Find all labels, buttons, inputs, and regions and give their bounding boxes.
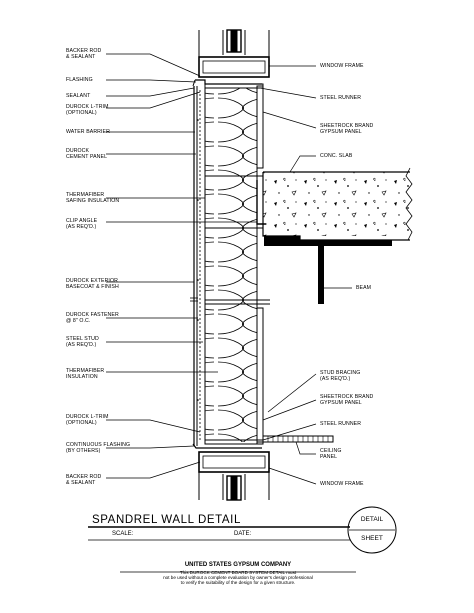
date-label: DATE: — [234, 531, 252, 537]
label-steel-runner-top: STEEL RUNNER — [320, 95, 362, 101]
label-sealant: SEALANT — [66, 93, 91, 99]
label-continuous-flashing: CONTINUOUS FLASHING (BY OTHERS) — [66, 442, 131, 454]
label-water-barrier: WATER BARRIER — [66, 129, 110, 135]
window-frame-top-shape — [198, 29, 270, 78]
detail-label: DETAIL — [360, 516, 384, 523]
label-steel-runner-bottom: STEEL RUNNER — [320, 421, 362, 427]
label-durock-cement-panel: DUROCK CEMENT PANEL — [66, 148, 108, 160]
steel-beam — [318, 246, 324, 304]
concrete-slab — [262, 167, 413, 246]
label-sheetrock-gypsum-bottom: SHEETROCK BRAND GYPSUM PANEL — [320, 394, 374, 406]
leaders-left — [106, 53, 257, 479]
label-stud-bracing: STUD BRACING (AS REQ'D.) — [320, 370, 361, 382]
disclaimer-note: This DUROCK CEMENT BOARD SYSTEM DETAIL m… — [163, 570, 313, 585]
label-thermafiber-safing: THERMAFIBER SAFING INSULATION — [66, 192, 120, 204]
label-clip-angle: CLIP ANGLE (AS REQ'D.) — [66, 218, 98, 230]
label-window-frame-top: WINDOW FRAME — [320, 63, 364, 69]
leaders-right — [259, 65, 352, 485]
window-frame-bottom-shape — [198, 451, 270, 501]
label-durock-exterior-basecoat: DUROCK EXTERIOR BASECOAT & FINISH — [66, 278, 119, 290]
label-window-frame-bottom: WINDOW FRAME — [320, 481, 364, 487]
ceiling-panel-shape — [262, 435, 334, 443]
label-durock-l-trim-top: DUROCK L-TRIM (OPTIONAL) — [66, 104, 109, 116]
scale-label: SCALE: — [112, 531, 134, 537]
label-flashing: FLASHING — [66, 77, 93, 83]
label-sheetrock-gypsum-top: SHEETROCK BRAND GYPSUM PANEL — [320, 123, 374, 135]
sheet-label: SHEET — [361, 535, 383, 542]
label-backer-rod-sealant-bottom: BACKER ROD & SEALANT — [66, 474, 102, 486]
label-thermafiber-insulation: THERMAFIBER INSULATION — [66, 368, 105, 380]
label-durock-l-trim-bottom: DUROCK L-TRIM (OPTIONAL) — [66, 414, 109, 426]
label-beam: BEAM — [356, 285, 372, 291]
label-steel-stud: STEEL STUD (AS REQ'D.) — [66, 336, 99, 348]
wall-assembly — [190, 79, 270, 449]
company-name: UNITED STATES GYPSUM COMPANY — [184, 562, 292, 568]
drawing-title: SPANDREL WALL DETAIL — [92, 514, 241, 526]
label-backer-rod-sealant-top: BACKER ROD & SEALANT — [66, 48, 102, 60]
label-conc-slab: CONC. SLAB — [320, 153, 353, 159]
label-ceiling-panel: CEILING PANEL — [320, 448, 342, 460]
title-block-lines — [88, 506, 397, 573]
label-durock-fastener: DUROCK FASTENER @ 8" O.C. — [66, 312, 119, 324]
